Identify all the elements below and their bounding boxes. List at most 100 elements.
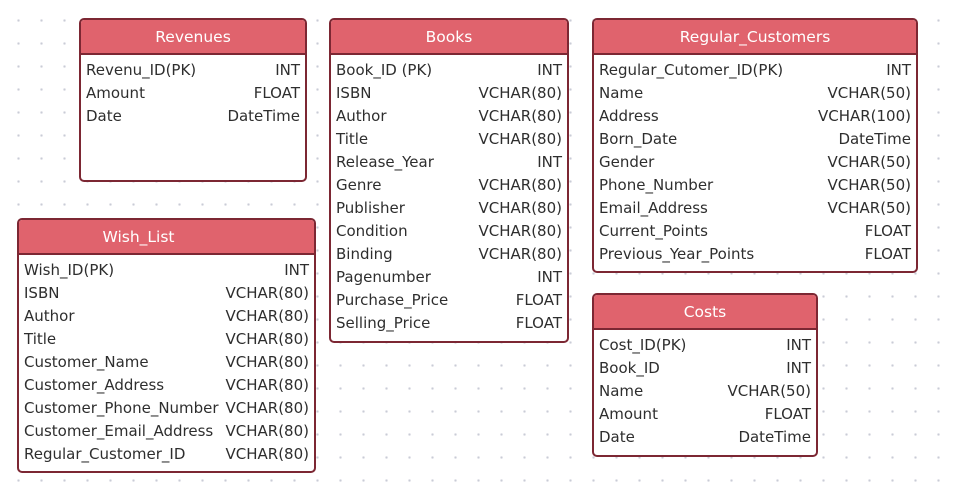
field-type: INT (537, 60, 562, 79)
field-type: VCHAR(80) (478, 175, 563, 194)
field-row[interactable]: Condition VCHAR(80) (336, 219, 562, 242)
field-name: Amount (599, 404, 658, 423)
field-type: VCHAR(50) (827, 152, 912, 171)
field-row[interactable]: Genre VCHAR(80) (336, 173, 562, 196)
field-name: Author (336, 106, 387, 125)
table-title: Wish_List (19, 220, 314, 255)
field-name: Purchase_Price (336, 290, 449, 309)
field-name: Address (599, 106, 659, 125)
field-type: INT (284, 260, 309, 279)
table-regular-customers[interactable]: Regular_Customers Regular_Cutomer_ID(PK)… (592, 18, 918, 273)
field-type: VCHAR(80) (478, 83, 563, 102)
field-name: Name (599, 83, 644, 102)
field-name: Cost_ID(PK) (599, 335, 687, 354)
table-title: Revenues (81, 20, 305, 55)
field-name: Date (86, 106, 122, 125)
field-type: FLOAT (864, 244, 911, 263)
field-row[interactable]: Previous_Year_Points FLOAT (599, 242, 911, 265)
field-type: VCHAR(80) (225, 329, 310, 348)
field-row[interactable]: Customer_Address VCHAR(80) (24, 373, 309, 396)
field-row[interactable]: Book_ID (PK) INT (336, 58, 562, 81)
field-type: INT (275, 60, 300, 79)
field-name: Title (24, 329, 57, 348)
field-type: INT (537, 267, 562, 286)
field-row[interactable]: Revenu_ID(PK)INT (86, 58, 300, 81)
field-name: Email_Address (599, 198, 708, 217)
field-type: INT (786, 335, 811, 354)
field-name: Author (24, 306, 75, 325)
field-row[interactable]: Name VCHAR(50) (599, 379, 811, 402)
field-type: VCHAR(80) (478, 129, 563, 148)
field-row[interactable]: Title VCHAR(80) (24, 327, 309, 350)
field-type: INT (886, 60, 911, 79)
field-name: Born_Date (599, 129, 678, 148)
field-row[interactable]: Customer_Name VCHAR(80) (24, 350, 309, 373)
field-name: Publisher (336, 198, 405, 217)
field-row[interactable]: Current_Points FLOAT (599, 219, 911, 242)
table-title: Regular_Customers (594, 20, 916, 55)
field-name: Previous_Year_Points (599, 244, 755, 263)
field-name: Book_ID (PK) (336, 60, 433, 79)
field-row[interactable]: Date DateTime (86, 104, 300, 127)
field-type: DateTime (227, 106, 300, 125)
field-name: Book_ID (599, 358, 660, 377)
field-name: Condition (336, 221, 408, 240)
field-name: Date (599, 427, 635, 446)
field-row[interactable]: Regular_Cutomer_ID(PK) INT (599, 58, 911, 81)
field-name: Title (336, 129, 369, 148)
field-type: VCHAR(80) (225, 283, 310, 302)
field-type: VCHAR(100) (817, 106, 911, 125)
field-name: Name (599, 381, 644, 400)
field-type: VCHAR(50) (727, 381, 812, 400)
field-name: Current_Points (599, 221, 708, 240)
field-name: Release_Year (336, 152, 434, 171)
field-name: Customer_Phone_Number (24, 398, 219, 417)
field-name: Wish_ID(PK) (24, 260, 115, 279)
field-name: Customer_Address (24, 375, 165, 394)
field-type: VCHAR(50) (827, 175, 912, 194)
field-name: Genre (336, 175, 382, 194)
field-type: FLOAT (864, 221, 911, 240)
field-type: VCHAR(80) (225, 375, 310, 394)
field-name: Binding (336, 244, 393, 263)
field-row[interactable]: Cost_ID(PK) INT (599, 333, 811, 356)
field-name: Customer_Name (24, 352, 149, 371)
field-type: VCHAR(80) (225, 352, 310, 371)
field-row[interactable]: Address VCHAR(100) (599, 104, 911, 127)
field-type: VCHAR(80) (478, 221, 563, 240)
field-row[interactable]: Wish_ID(PK) INT (24, 258, 309, 281)
field-type: FLOAT (253, 83, 300, 102)
field-name: Regular_Cutomer_ID(PK) (599, 60, 784, 79)
field-type: VCHAR(80) (225, 444, 310, 463)
field-row[interactable]: Title VCHAR(80) (336, 127, 562, 150)
